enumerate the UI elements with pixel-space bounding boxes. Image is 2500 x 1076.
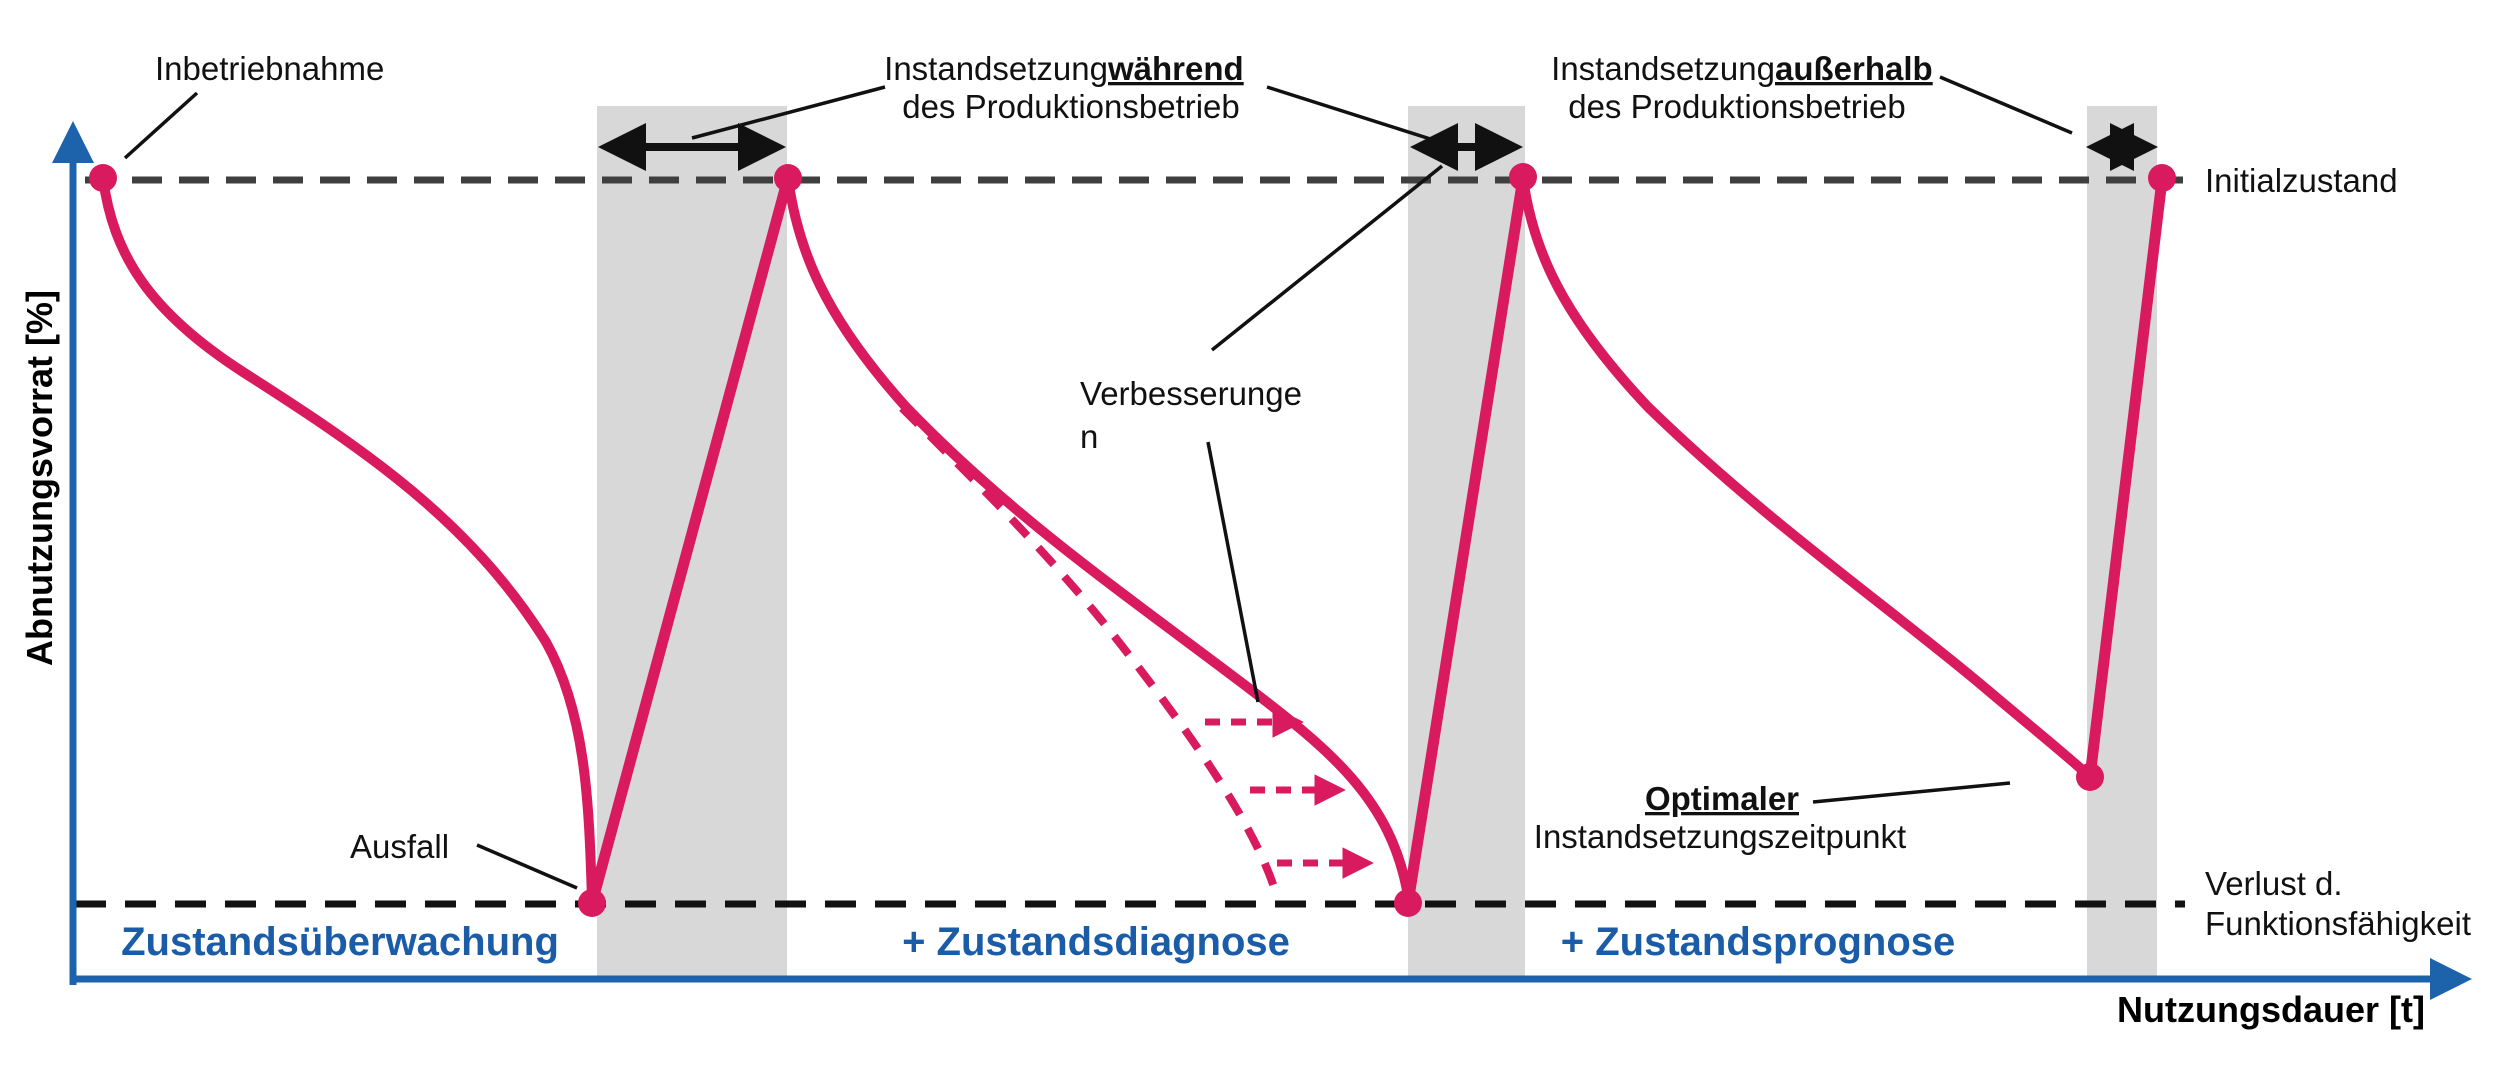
phase-zustandsprognose: + Zustandsprognose <box>1561 920 1956 964</box>
y-axis-label: Abnutzungsvorrat [%] <box>19 290 60 666</box>
leader-ausserhalb-to-band3 <box>1939 75 2073 135</box>
label-waehrend-line2: des Produktionsbetrieb <box>902 88 1240 125</box>
label-waehrend-emph: während <box>1107 50 1244 87</box>
point-inbetriebnahme <box>89 164 117 192</box>
wear-curve-2-unimproved-dashed <box>899 405 1282 902</box>
point-initial-after-repair-3 <box>2148 164 2176 192</box>
x-axis-label: Nutzungsdauer [t] <box>2117 989 2425 1030</box>
repair-rise-2 <box>1402 172 1529 909</box>
label-verlust-line1: Verlust d. <box>2205 865 2343 902</box>
label-inbetriebnahme: Inbetriebnahme <box>155 50 384 87</box>
leader-inbetriebnahme <box>123 91 199 160</box>
wear-curve-3 <box>1518 173 2095 782</box>
repair-rise-3 <box>2084 174 2168 783</box>
leader-waehrend-to-band2 <box>1266 85 1444 145</box>
label-ausserhalb-line2: des Produktionsbetrieb <box>1568 88 1906 125</box>
point-initial-after-repair-2 <box>1509 163 1537 191</box>
point-optimal-repair-time <box>2076 763 2104 791</box>
label-optimaler: Optimaler <box>1645 780 1799 817</box>
label-verbesserungen-line1: Verbesserunge <box>1080 375 1302 412</box>
label-ausfall: Ausfall <box>350 828 449 865</box>
point-initial-after-repair-1 <box>774 164 802 192</box>
point-ausfall-2 <box>1394 889 1422 917</box>
phase-zustandsdiagnose: + Zustandsdiagnose <box>902 920 1290 964</box>
wear-curve-1 <box>98 173 597 905</box>
repair-rise-1 <box>586 172 794 909</box>
label-ausserhalb-prefix: Instandsetzung <box>1551 50 1775 87</box>
label-ausserhalb-emph: außerhalb <box>1775 50 1933 87</box>
label-verbesserungen-line2: n <box>1080 418 1098 455</box>
label-optimaler-line2: Instandsetzungszeitpunkt <box>1534 818 1906 855</box>
label-verlust-line2: Funktionsfähigkeit <box>2205 905 2471 942</box>
leader-waehrend-to-band1 <box>691 85 886 140</box>
label-waehrend-prefix: Instandsetzung <box>884 50 1108 87</box>
leader-verbesserungen-lower <box>1206 441 1260 703</box>
leader-verbesserungen-upper <box>1210 164 1444 352</box>
wear-curve-2 <box>783 173 1413 901</box>
leader-ausfall <box>476 843 578 890</box>
point-ausfall-1 <box>578 889 606 917</box>
label-initialzustand: Initialzustand <box>2205 162 2398 199</box>
leader-optimaler <box>1812 781 2011 804</box>
phase-zustandsueberwachung: Zustandsüberwachung <box>121 920 559 964</box>
